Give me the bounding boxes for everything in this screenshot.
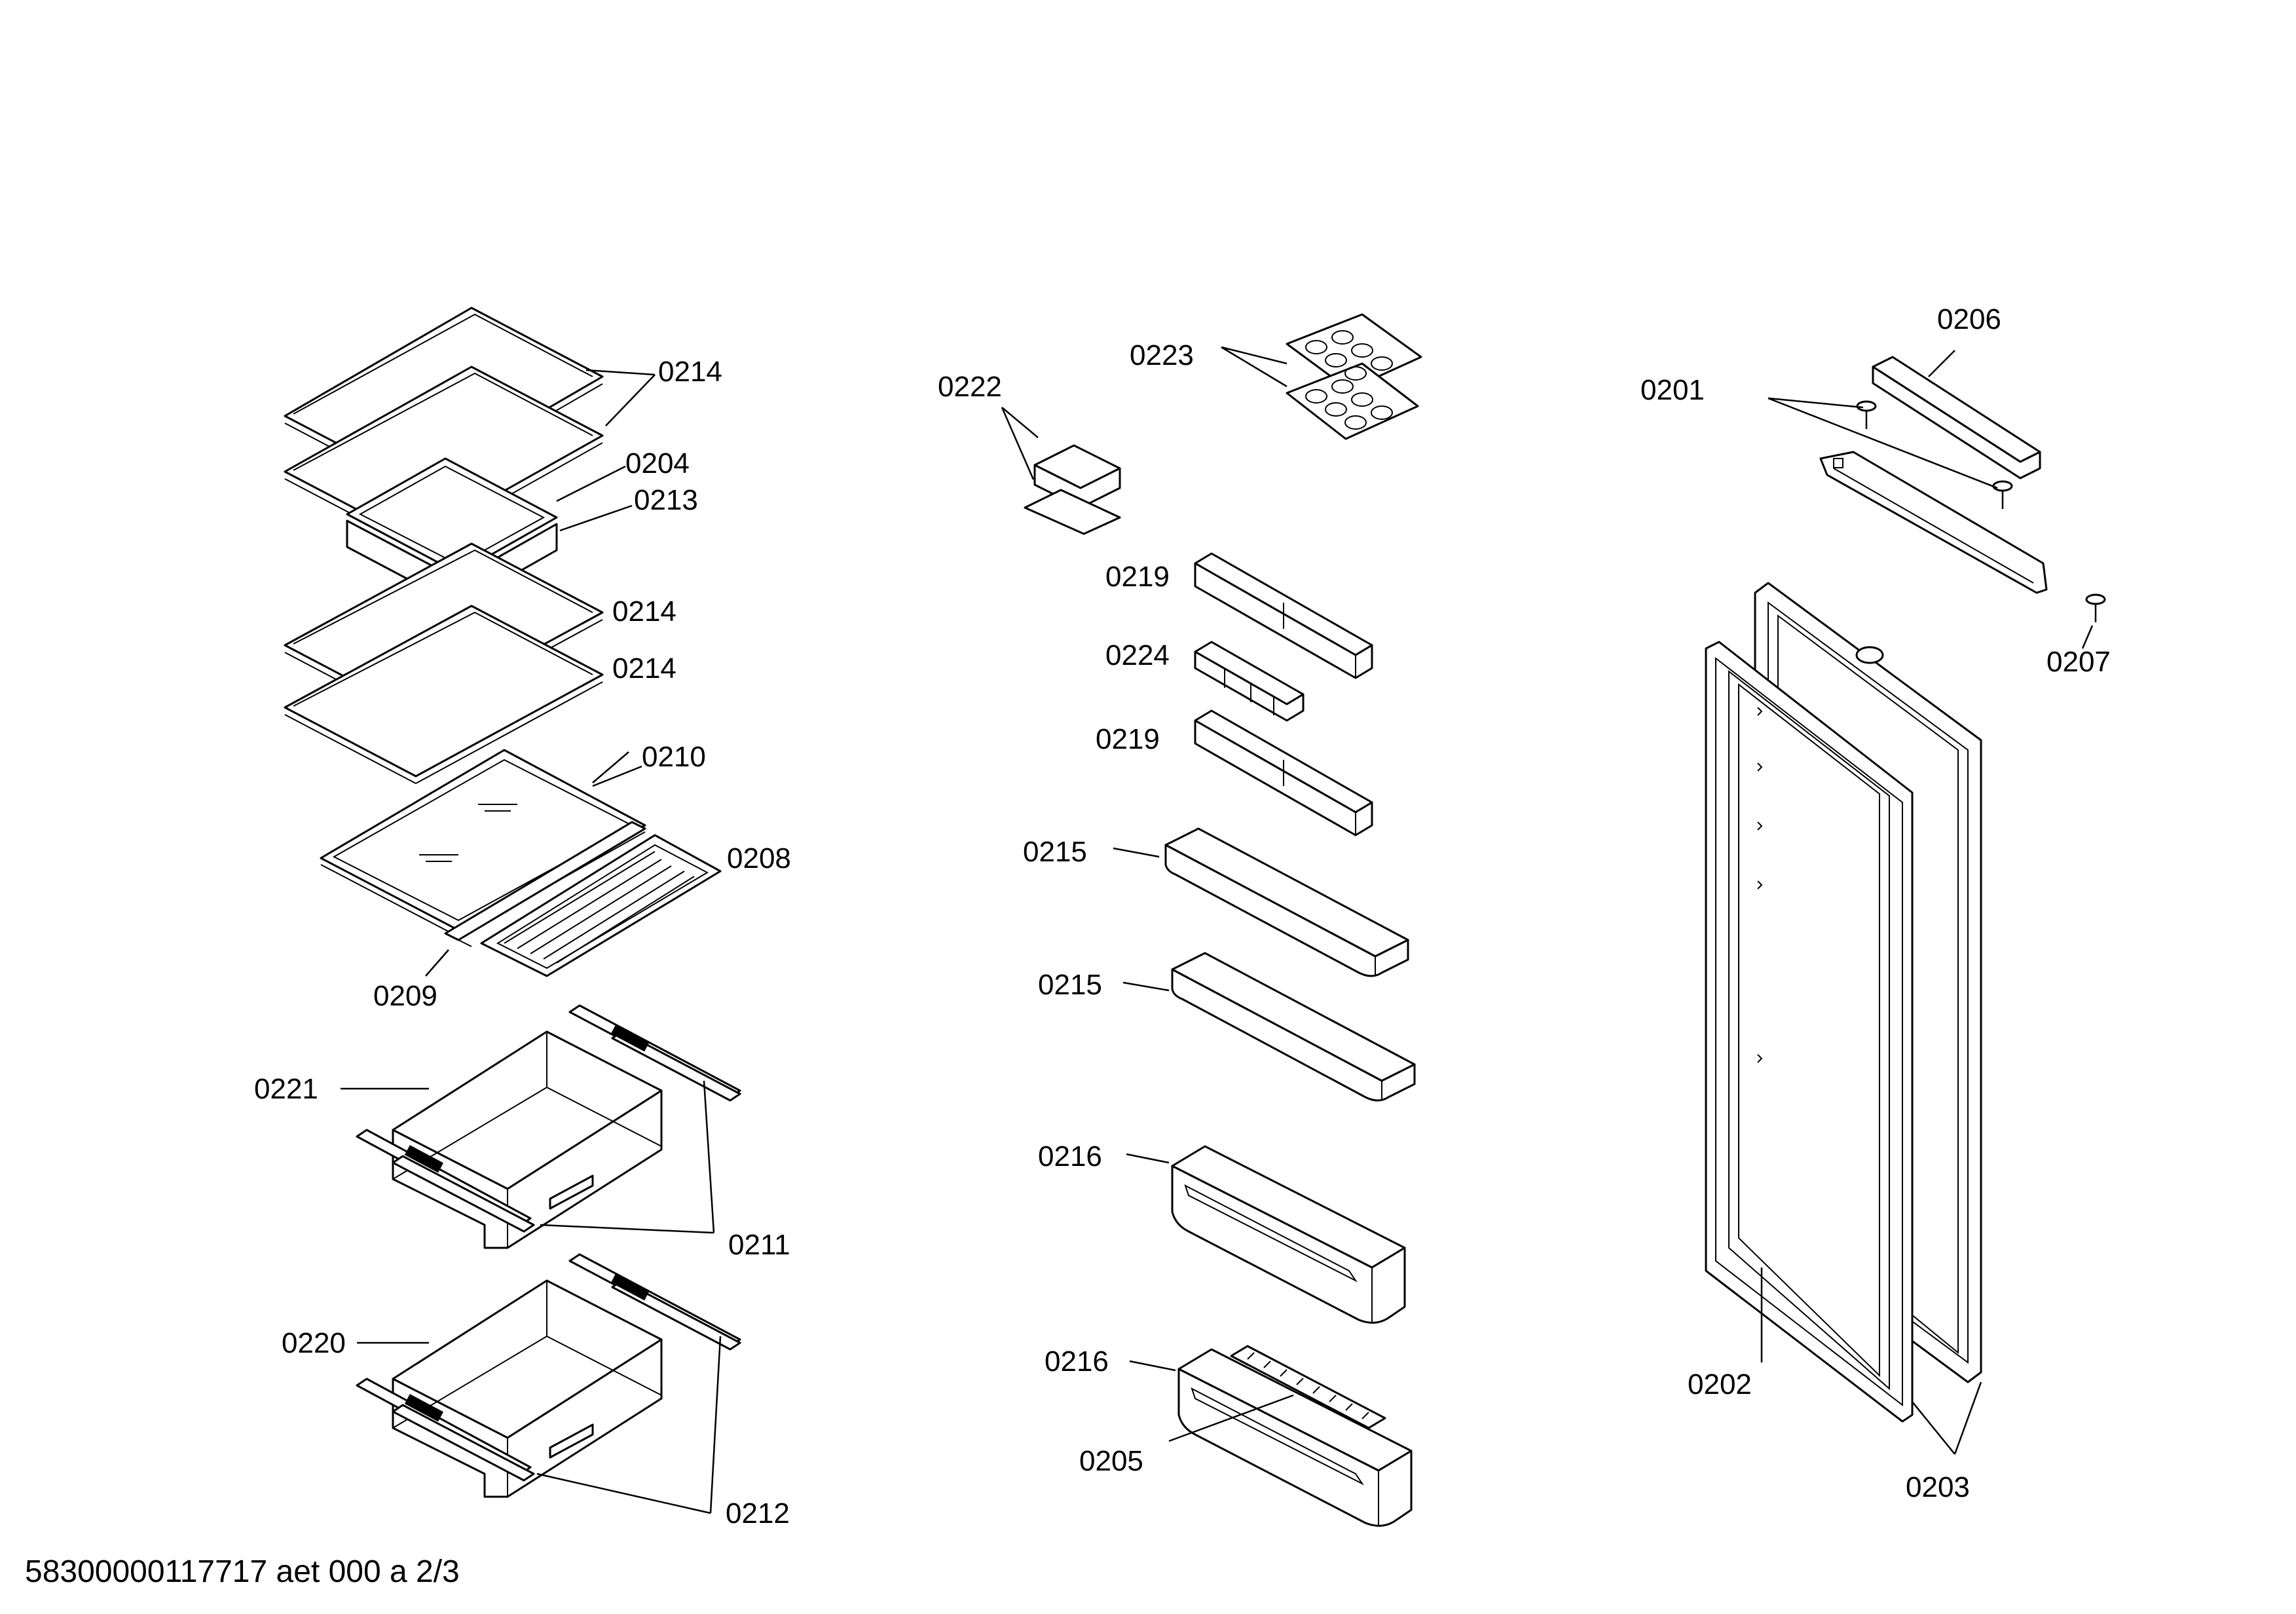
label-0211: 0211 [728, 1229, 790, 1261]
hinge-cover [1872, 356, 2041, 479]
glass-shelves-group [284, 307, 722, 977]
trim-strip [444, 821, 646, 947]
label-0205: 0205 [1079, 1445, 1143, 1477]
label-0216-lower: 0216 [1045, 1345, 1109, 1378]
door-shelf-narrow [1194, 552, 1373, 679]
label-0223: 0223 [1130, 339, 1194, 371]
label-0212: 0212 [726, 1497, 790, 1530]
egg-trays [1286, 313, 1422, 440]
door-shelf-narrow [1194, 709, 1373, 836]
door-bin [1164, 827, 1409, 977]
drawer-upper [356, 1004, 741, 1249]
label-0202: 0202 [1688, 1368, 1752, 1400]
label-0215-upper: 0215 [1023, 836, 1087, 868]
screw [1992, 480, 2013, 509]
label-0214-lower: 0214 [612, 652, 676, 685]
label-0214-middle: 0214 [612, 595, 676, 628]
label-0214-top: 0214 [658, 356, 722, 388]
label-0206: 0206 [1937, 303, 2001, 335]
small-container [1024, 444, 1121, 535]
drawer-lower [356, 1253, 741, 1498]
label-0213: 0213 [634, 484, 698, 516]
glass-shelf [284, 605, 604, 784]
footer-document-id: 58300000117717 aet 000 a 2/3 [25, 1554, 460, 1589]
door-bin-deep [1171, 1145, 1406, 1324]
label-0209: 0209 [373, 980, 437, 1012]
label-0204: 0204 [625, 447, 690, 479]
label-0201: 0201 [1640, 374, 1705, 406]
bottle-retainer [1230, 1345, 1386, 1429]
screw [1856, 400, 1877, 429]
door-gasket [1705, 641, 1914, 1423]
part-labels: 0214 0204 0213 0214 0214 0210 0208 0209 … [254, 303, 2111, 1530]
label-0210: 0210 [642, 741, 706, 773]
hinge-bracket [1819, 451, 2048, 594]
ventilation-grille [480, 834, 722, 977]
bottle-holder [1194, 641, 1305, 722]
leader-lines [341, 346, 2094, 1514]
label-0215-lower: 0215 [1038, 969, 1102, 1001]
label-0208: 0208 [727, 842, 791, 874]
label-0207: 0207 [2046, 646, 2111, 678]
label-0203: 0203 [1906, 1471, 1970, 1503]
door-bin [1171, 952, 1416, 1102]
label-0219-lower: 0219 [1096, 723, 1160, 755]
screw [2085, 593, 2106, 622]
label-0219-upper: 0219 [1105, 561, 1170, 593]
label-0216-upper: 0216 [1038, 1140, 1102, 1173]
label-0220: 0220 [282, 1327, 346, 1359]
label-0224: 0224 [1105, 639, 1170, 671]
door-bin-deep [1177, 1348, 1413, 1527]
label-0222: 0222 [938, 371, 1002, 403]
label-0221: 0221 [254, 1073, 318, 1105]
